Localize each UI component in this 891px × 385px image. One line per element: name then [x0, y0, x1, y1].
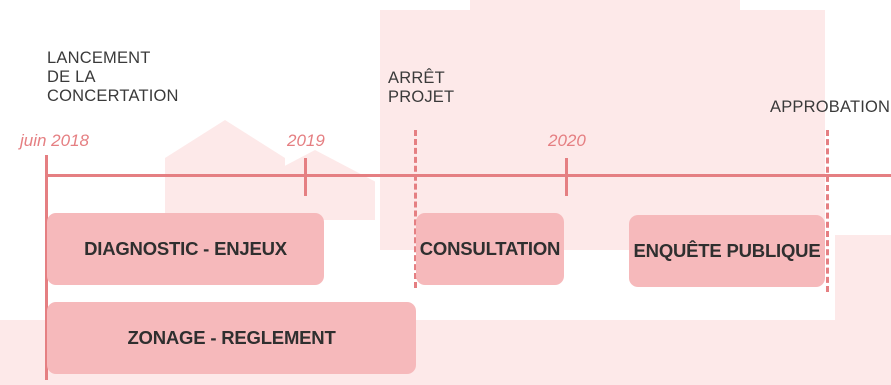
- timeline-axis: [45, 174, 891, 177]
- phase-label: DIAGNOSTIC - ENJEUX: [84, 238, 287, 259]
- arret-projet-dashed-line: [414, 130, 417, 288]
- phase-label: ZONAGE - REGLEMENT: [127, 327, 336, 348]
- date-juin-2018: juin 2018: [20, 131, 90, 150]
- tick-2020: [565, 158, 568, 196]
- background-building: [470, 0, 740, 40]
- start-marker-line: [45, 155, 48, 380]
- milestone-approbation: APPROBATION: [770, 98, 890, 117]
- milestone-line: DE LA: [47, 68, 96, 86]
- date-2019: 2019: [287, 131, 325, 150]
- milestone-line: CONCERTATION: [47, 87, 179, 105]
- milestone-line: ARRÊT: [388, 69, 445, 87]
- phase-enquete-publique: ENQUÊTE PUBLIQUE: [629, 215, 825, 287]
- phase-zonage-reglement: ZONAGE - REGLEMENT: [47, 302, 416, 374]
- milestone-line: PROJET: [388, 88, 455, 106]
- milestone-arret-projet: ARRÊT PROJET: [388, 69, 454, 107]
- approbation-dashed-line: [826, 130, 829, 292]
- milestone-lancement-concertation: LANCEMENT DE LA CONCERTATION: [47, 49, 179, 106]
- tick-2019: [304, 158, 307, 196]
- background-building: [380, 10, 825, 250]
- phase-label: CONSULTATION: [419, 238, 561, 259]
- phase-label: ENQUÊTE PUBLIQUE: [633, 240, 821, 261]
- background-right-block: [835, 235, 891, 325]
- phase-diagnostic-enjeux: DIAGNOSTIC - ENJEUX: [47, 213, 324, 285]
- phase-consultation: CONSULTATION: [416, 213, 564, 285]
- milestone-line: APPROBATION: [770, 98, 891, 116]
- milestone-line: LANCEMENT: [47, 49, 151, 67]
- date-2020: 2020: [548, 131, 586, 150]
